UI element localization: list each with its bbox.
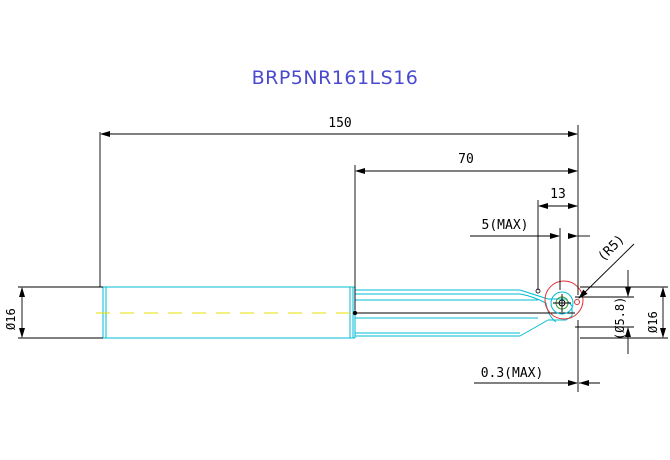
dim-overall-length: 150 xyxy=(99,116,579,295)
dim-shank-diameter-left: Ø16 xyxy=(4,286,103,339)
part-number-title: BRP5NR161LS16 xyxy=(252,67,419,89)
dim-03max-label: 0.3(MAX) xyxy=(481,366,544,381)
dim-neck-diameter: (Ø5.8) xyxy=(575,270,634,354)
dim-16-left-label: Ø16 xyxy=(4,308,18,330)
dim-58-label: (Ø5.8) xyxy=(613,297,627,340)
dim-70-label: 70 xyxy=(458,152,474,167)
dim-r5-label: (R5) xyxy=(595,232,628,265)
dim-radius: (R5) xyxy=(578,232,635,299)
dim-13-label: 13 xyxy=(550,187,566,202)
tool-outline xyxy=(102,286,573,339)
datum-point xyxy=(352,310,358,316)
dim-neck-length: 13 xyxy=(537,187,578,290)
dim-runout: 0.3(MAX) xyxy=(474,320,600,392)
dim-flute-length: 70 xyxy=(354,152,578,310)
dim-max-offset: 5(MAX) xyxy=(470,218,590,290)
dim-shank-diameter-right: Ø16 xyxy=(580,286,668,339)
dim-5max-label: 5(MAX) xyxy=(482,218,529,233)
dim-16-right-label: Ø16 xyxy=(646,311,660,333)
dim-150-label: 150 xyxy=(328,116,351,131)
cutter-head xyxy=(544,280,584,320)
